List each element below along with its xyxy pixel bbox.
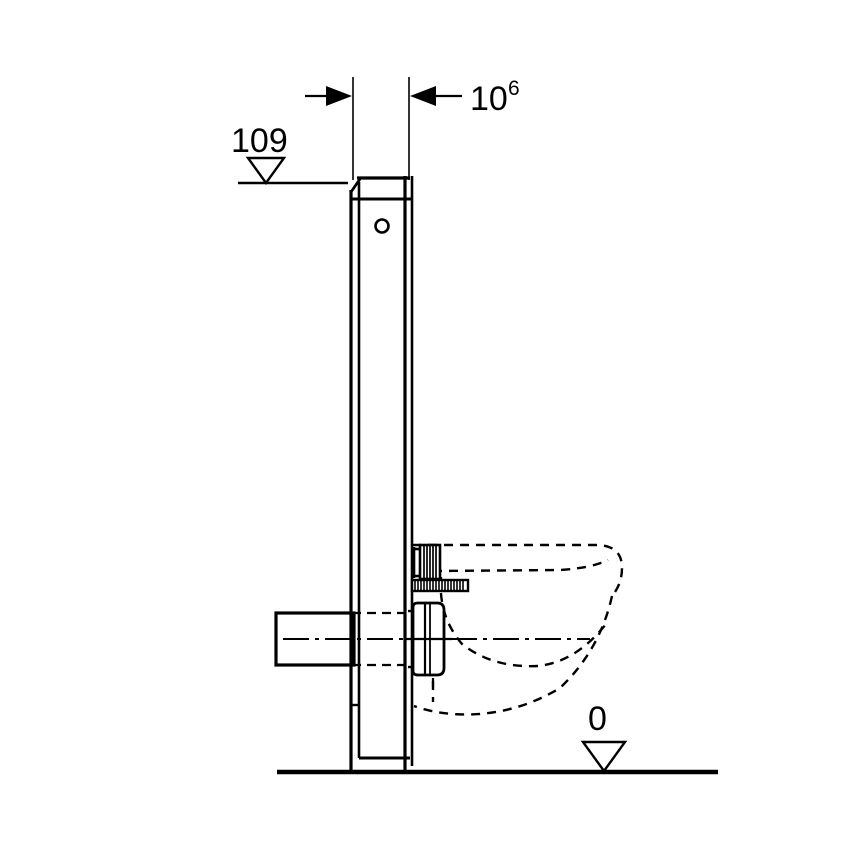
- hatched-washer-plate: [410, 578, 470, 593]
- depth-dimension-superscript: 6: [508, 77, 520, 100]
- panel-mounting-hole: [374, 218, 390, 234]
- level-0-label: 0: [588, 700, 607, 738]
- level-109-label: 109: [231, 122, 288, 160]
- washer-plate-body: [410, 578, 470, 593]
- depth-dimension-arrows: [305, 86, 462, 106]
- arrowhead-right-icon: [410, 86, 436, 106]
- dimension-extension-lines: [352, 77, 410, 180]
- toilet-outer-lower-curve: [413, 595, 614, 716]
- washer-plate-hatch: [414, 581, 464, 590]
- stud-bolt-thread-hatch: [423, 546, 437, 578]
- toilet-inner-rim-path: [432, 558, 609, 573]
- level-marker-109: 109: [231, 122, 348, 186]
- panel-top-cap: [352, 176, 412, 201]
- threaded-stud-bolt: [412, 543, 442, 581]
- level-109-triangle-icon: [245, 156, 287, 186]
- level-0-triangle-icon: [580, 740, 628, 774]
- depth-dimension-value: 10: [470, 80, 508, 118]
- toilet-top-rim-path: [412, 543, 624, 597]
- level-marker-0: 0: [580, 700, 628, 774]
- sanitary-module-panel: [349, 176, 414, 772]
- toilet-bowl-upper-curve: [439, 576, 607, 668]
- arrowhead-left-icon: [326, 86, 352, 106]
- panel-top-left-chamfer: [349, 178, 362, 193]
